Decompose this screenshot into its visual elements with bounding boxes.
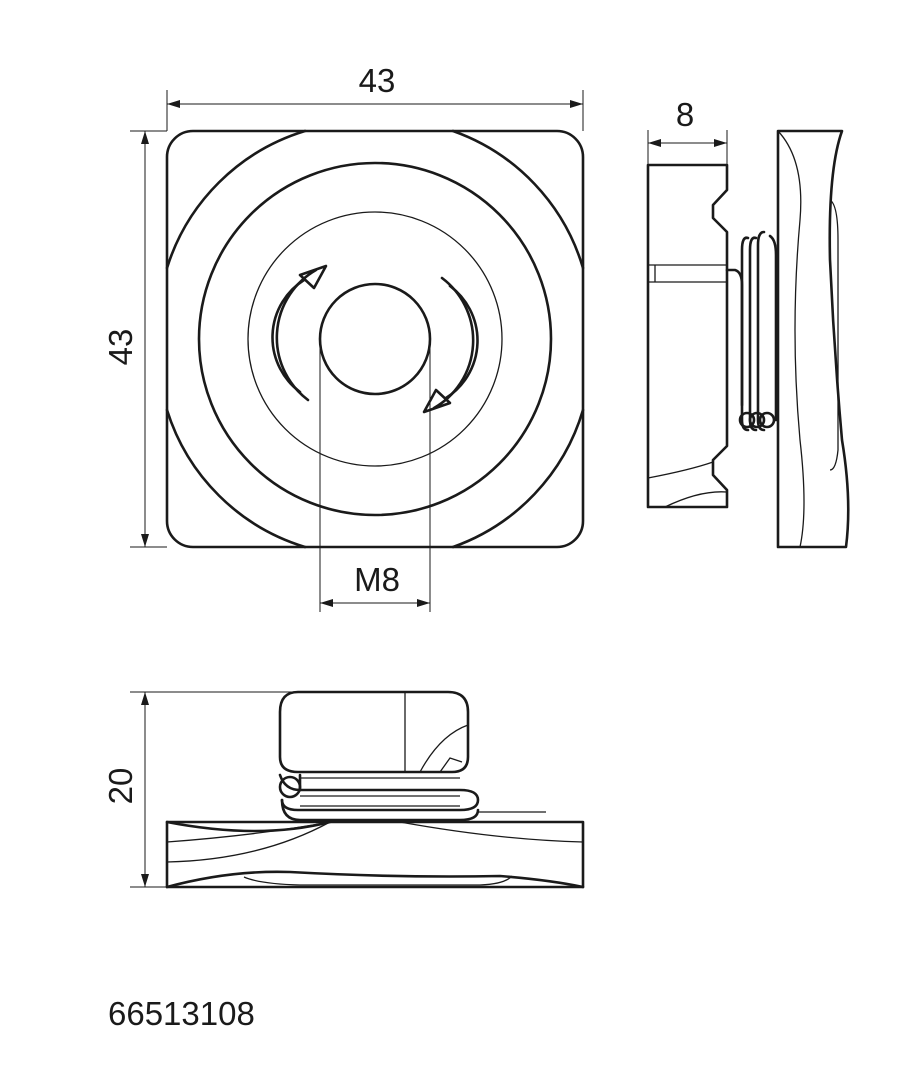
dim-top-width-label: 43 — [359, 62, 396, 99]
dimension-side-thickness: 8 — [647, 96, 728, 165]
dim-bottom-height-label: 20 — [102, 768, 139, 805]
dim-thread-label: M8 — [354, 561, 400, 598]
dimension-bottom-height: 20 — [102, 691, 298, 888]
dimension-thread: M8 — [319, 339, 431, 612]
dimension-top-width: 43 — [166, 62, 584, 131]
dimension-side-height: 43 — [102, 130, 167, 548]
dim-side-thickness-label: 8 — [676, 96, 694, 133]
part-number: 66513108 — [108, 995, 255, 1032]
side-view — [646, 129, 850, 549]
dim-side-height-label: 43 — [102, 329, 139, 366]
front-view — [165, 129, 585, 549]
bottom-view — [165, 690, 585, 889]
